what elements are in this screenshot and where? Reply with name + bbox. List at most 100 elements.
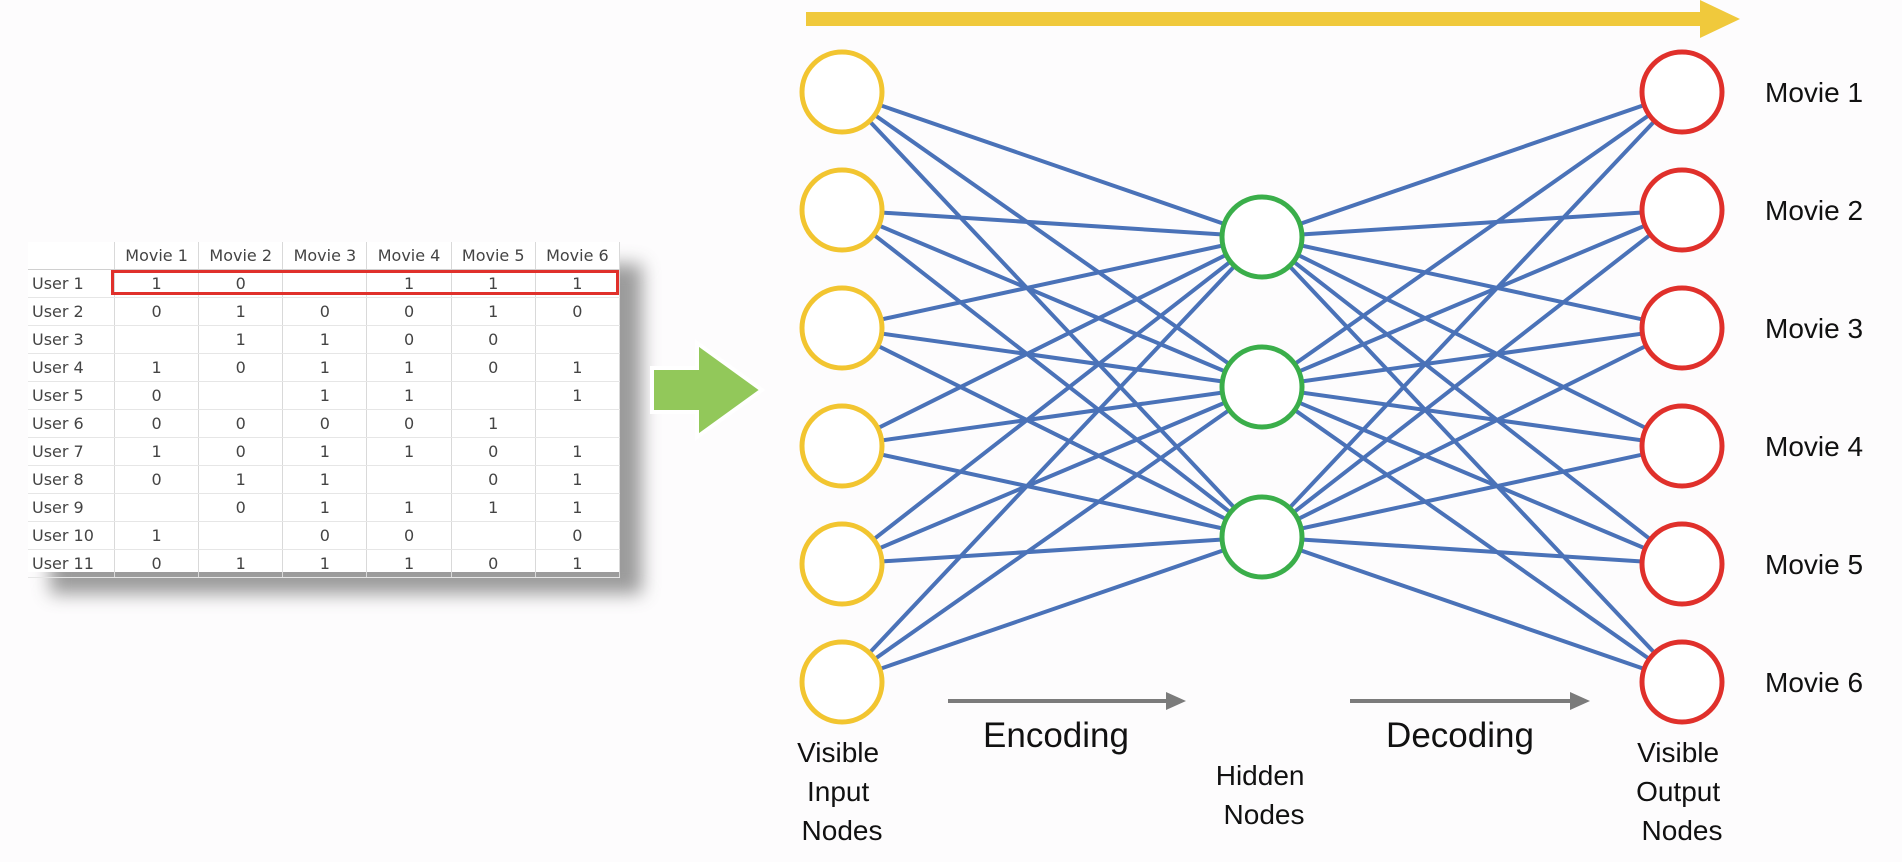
output-node — [1639, 521, 1725, 607]
decoding-edge — [1261, 90, 1683, 239]
decoding-edge — [1261, 208, 1683, 389]
decoding-edge — [1261, 235, 1683, 448]
input-node — [799, 49, 885, 135]
rating-cell: 0 — [282, 297, 368, 326]
rating-cell: 1 — [535, 353, 621, 382]
rating-cell: 0 — [114, 549, 200, 578]
decoding-label: Decoding — [1386, 716, 1534, 755]
output-node — [1639, 285, 1725, 371]
encoding-edge — [841, 235, 1263, 330]
rating-cell: 0 — [114, 381, 200, 410]
rating-cell: 1 — [282, 437, 368, 466]
encoding-edge — [841, 535, 1263, 566]
decoding-edge — [1261, 326, 1683, 539]
decoding-edge — [1260, 208, 1684, 539]
column-header: Movie 6 — [535, 242, 621, 270]
encoding-edge — [840, 235, 1264, 566]
rating-cell: 1 — [198, 549, 284, 578]
decoding-edge — [1261, 535, 1683, 566]
input-node — [799, 285, 885, 371]
decoding-edge — [1260, 90, 1684, 539]
decoding-edge — [1261, 385, 1683, 448]
encoding-edge — [841, 535, 1263, 684]
rating-cell: 0 — [451, 353, 536, 382]
hidden-node — [1219, 194, 1305, 280]
column-header: Movie 5 — [451, 242, 536, 270]
output-node — [1639, 167, 1725, 253]
output-movie-label: Movie 1 — [1765, 77, 1863, 108]
connection-lines — [840, 90, 1684, 684]
rating-cell: 1 — [114, 437, 200, 466]
rating-cell: 1 — [366, 549, 452, 578]
rating-cell: 0 — [366, 297, 452, 326]
output-movie-label: Movie 6 — [1765, 667, 1863, 698]
rating-cell: 1 — [282, 381, 368, 410]
rating-cell: 1 — [366, 493, 452, 522]
node-layers — [799, 49, 1725, 725]
decoding-arrow — [1350, 692, 1590, 710]
row-user-label: User 8 — [28, 465, 115, 494]
row-user-label: User 9 — [28, 493, 115, 522]
rating-cell: 1 — [535, 437, 621, 466]
rating-cell: 1 — [114, 521, 200, 550]
rating-cell: 0 — [198, 437, 284, 466]
rating-cell: 1 — [451, 297, 536, 326]
encoding-edge — [841, 235, 1263, 448]
column-header: Movie 3 — [282, 242, 368, 270]
rating-cell — [366, 465, 452, 494]
row-user-label: User 1 — [28, 269, 115, 298]
rating-cell: 0 — [451, 325, 536, 354]
output-movie-label: Movie 4 — [1765, 431, 1863, 462]
rating-cell: 0 — [366, 325, 452, 354]
rating-cell: 0 — [114, 409, 200, 438]
encoding-edge — [841, 90, 1263, 239]
rating-cell: 0 — [198, 493, 284, 522]
output-node — [1639, 49, 1725, 135]
rating-cell — [198, 521, 284, 550]
output-node — [1639, 403, 1725, 489]
rating-cell — [451, 381, 536, 410]
encoding-edge — [840, 385, 1264, 684]
rating-cell: 0 — [535, 521, 621, 550]
input-caption: Visible Input Nodes — [797, 737, 887, 846]
encoding-edge — [841, 326, 1263, 389]
column-header: Movie 2 — [198, 242, 284, 270]
rating-cell: 0 — [535, 297, 621, 326]
rating-cell — [451, 521, 536, 550]
output-movie-label: Movie 3 — [1765, 313, 1863, 344]
rating-cell: 0 — [114, 297, 200, 326]
big-right-arrow — [650, 339, 766, 441]
row-user-label: User 5 — [28, 381, 115, 410]
rating-cell: 1 — [535, 465, 621, 494]
input-node — [799, 521, 885, 607]
decoding-edge — [1260, 90, 1684, 389]
input-node — [799, 403, 885, 489]
rating-cell: 0 — [451, 465, 536, 494]
decoding-edge — [1261, 535, 1683, 684]
rating-cell: 0 — [282, 409, 368, 438]
user-1-row-highlight — [111, 270, 619, 295]
rating-cell: 1 — [282, 549, 368, 578]
input-node — [799, 639, 885, 725]
decoding-edge — [1261, 444, 1683, 539]
rating-cell: 0 — [451, 437, 536, 466]
rating-cell — [535, 325, 621, 354]
rating-cell: 1 — [114, 353, 200, 382]
rating-cell: 1 — [535, 381, 621, 410]
row-user-label: User 10 — [28, 521, 115, 550]
rating-cell: 0 — [198, 353, 284, 382]
rating-cell: 0 — [282, 521, 368, 550]
rating-cell: 0 — [114, 465, 200, 494]
